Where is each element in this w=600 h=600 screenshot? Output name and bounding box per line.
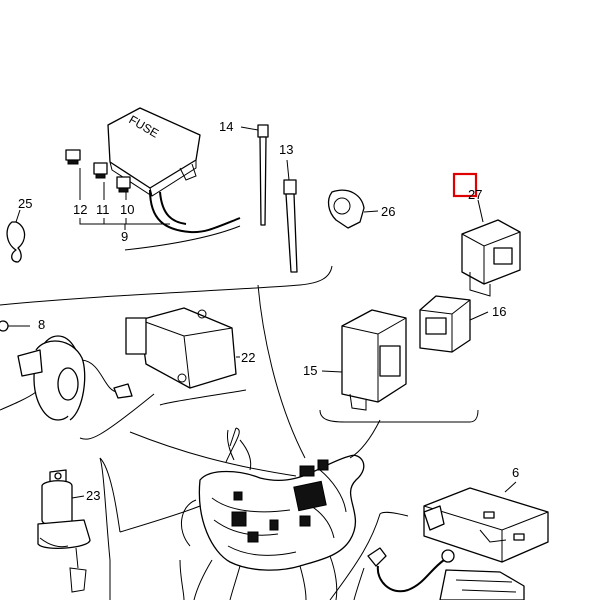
clamp-26 bbox=[327, 189, 379, 229]
label-16: 16 bbox=[492, 304, 506, 319]
battery-cable bbox=[353, 547, 455, 600]
label-9: 9 bbox=[121, 229, 128, 244]
label-26: 26 bbox=[381, 204, 395, 219]
label-6: 6 bbox=[512, 465, 519, 480]
unit-15 bbox=[321, 309, 407, 411]
cable-tie-14 bbox=[240, 124, 269, 226]
label-27: 27 bbox=[468, 187, 482, 202]
cable-tie-13 bbox=[283, 159, 298, 273]
main-harness bbox=[129, 427, 365, 600]
relay-16 bbox=[419, 295, 489, 353]
highlight-box bbox=[452, 172, 478, 198]
battery-partial bbox=[439, 569, 525, 600]
label-25: 25 bbox=[18, 196, 32, 211]
flasher-22 bbox=[125, 307, 240, 389]
label-15: 15 bbox=[303, 363, 317, 378]
relay-27 bbox=[461, 199, 521, 297]
label-8: 8 bbox=[38, 317, 45, 332]
label-13: 13 bbox=[279, 142, 293, 157]
cdi-unit-6 bbox=[423, 481, 549, 563]
label-11: 11 bbox=[96, 202, 110, 217]
fuse-11 bbox=[93, 162, 108, 200]
label-14: 14 bbox=[219, 119, 233, 134]
label-12: 12 bbox=[73, 202, 87, 217]
fuse-12 bbox=[65, 149, 81, 200]
label-22: 22 bbox=[241, 350, 255, 365]
fuse-10 bbox=[116, 176, 131, 200]
fuse-box-assembly: FUSE bbox=[107, 107, 241, 251]
label-10: 10 bbox=[120, 202, 134, 217]
clip-25 bbox=[6, 209, 26, 263]
horn-8 bbox=[0, 320, 133, 421]
ignition-switch-23 bbox=[37, 469, 91, 593]
label-23: 23 bbox=[86, 488, 100, 503]
